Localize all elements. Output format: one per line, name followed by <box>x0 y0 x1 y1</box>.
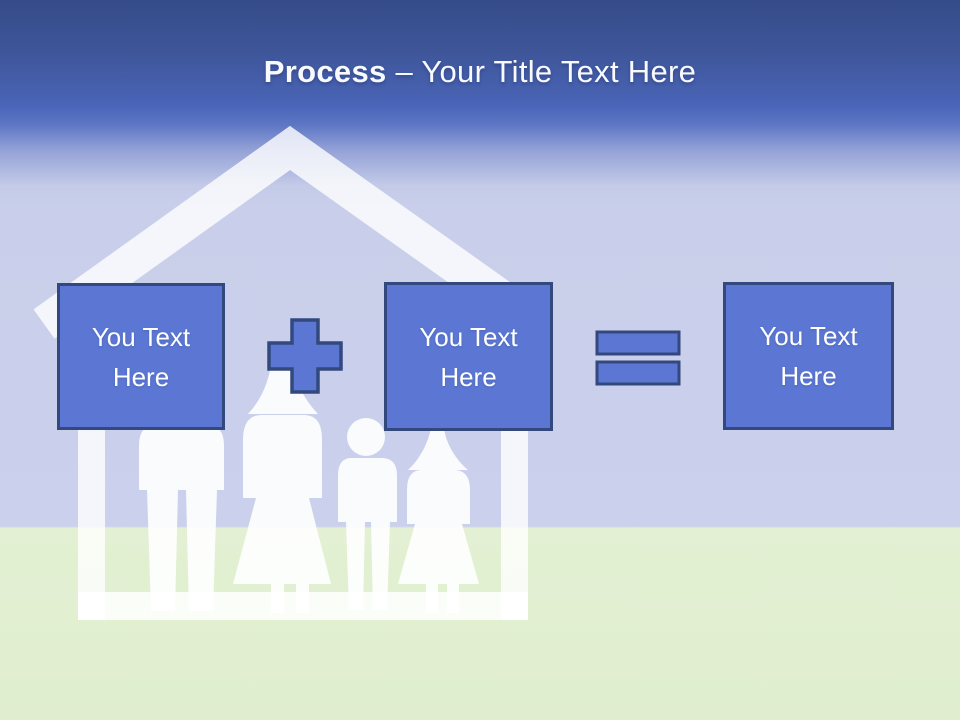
house-roof <box>33 125 549 339</box>
placeholder-line-2: Here <box>780 361 837 391</box>
title-keyword: Process <box>263 54 387 89</box>
equals-icon <box>595 330 681 386</box>
placeholder-line-1: You Text <box>759 321 858 351</box>
placeholder-line-2: Here <box>440 361 497 392</box>
son-figure <box>338 418 397 610</box>
mother-figure <box>233 354 331 613</box>
slide-title[interactable]: Process – Your Title Text Here <box>0 54 960 90</box>
placeholder-line-2: Here <box>112 361 170 392</box>
text-placeholder-3[interactable]: You Text Here <box>723 282 894 430</box>
placeholder-line-1: You Text <box>91 321 191 352</box>
plus-icon <box>267 318 343 394</box>
daughter-figure <box>398 428 479 613</box>
title-separator: – <box>386 54 422 89</box>
text-placeholder-1[interactable]: You Text Here <box>57 283 225 430</box>
placeholder-line-1: You Text <box>419 321 518 352</box>
title-rest: Your Title Text Here <box>421 54 697 89</box>
text-placeholder-2[interactable]: You Text Here <box>384 282 553 431</box>
